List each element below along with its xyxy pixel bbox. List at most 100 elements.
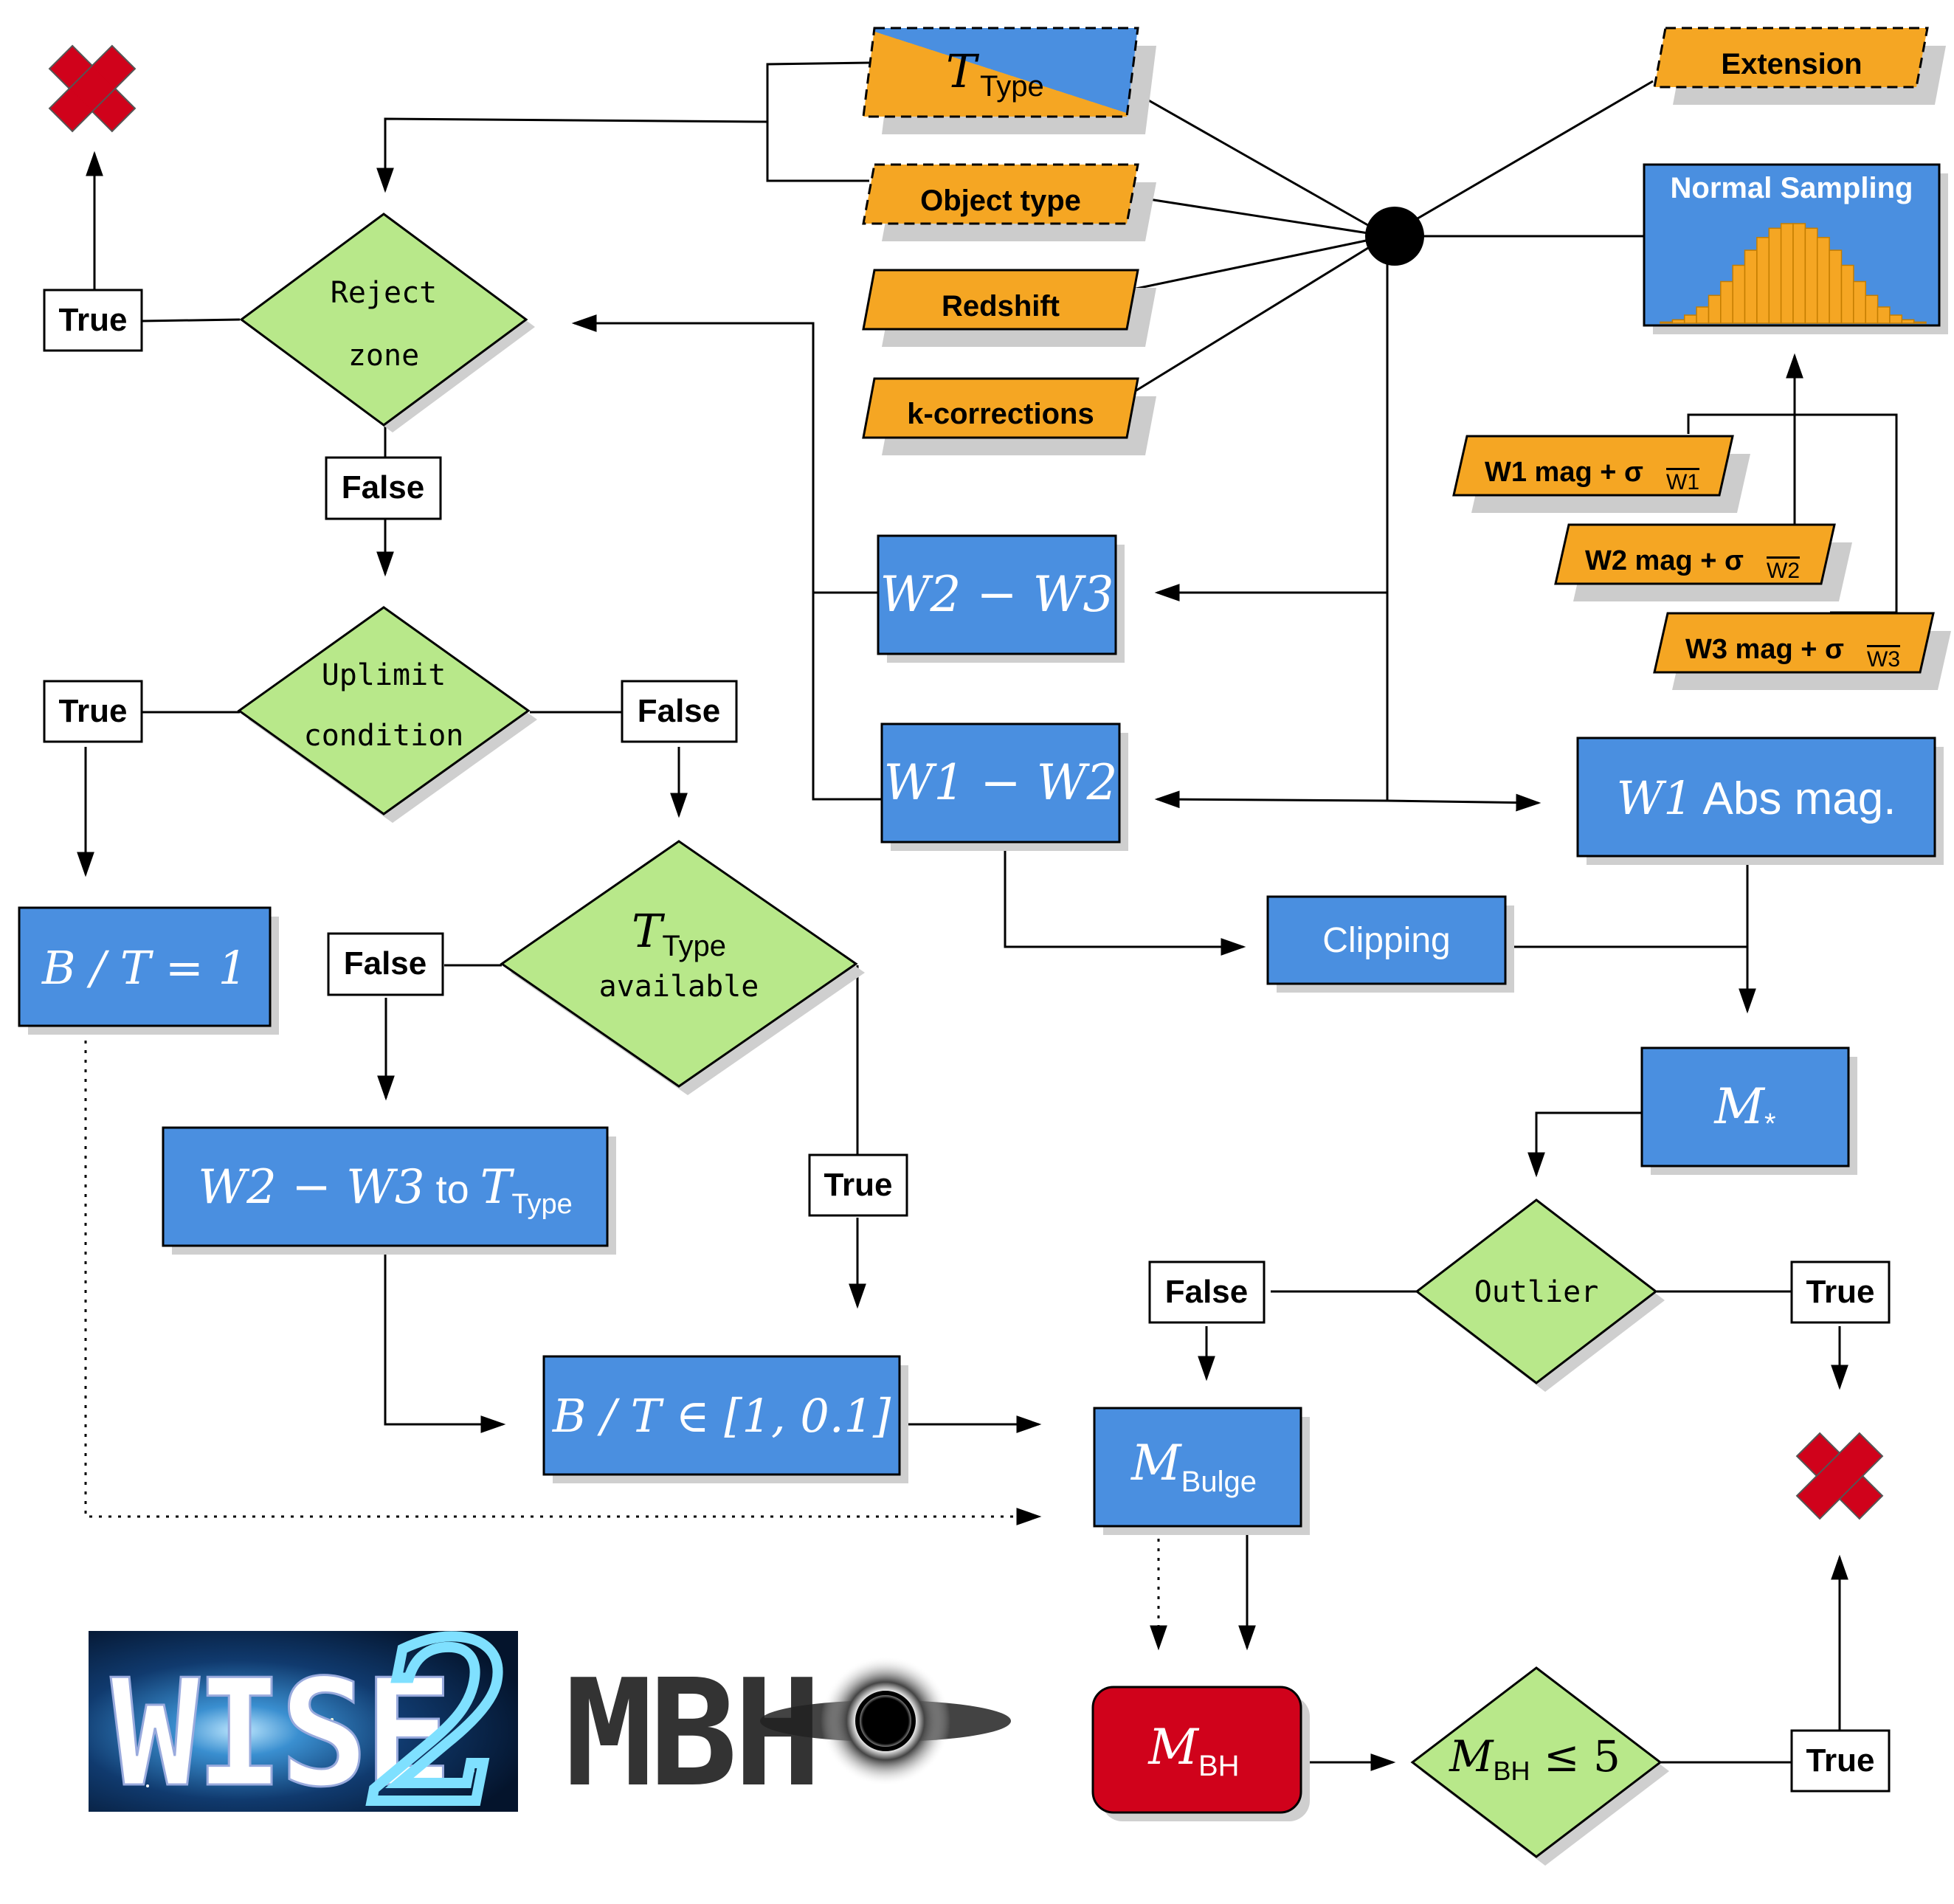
input-w2mag: W2 mag + σ W2: [1554, 523, 1852, 601]
histogram-bar: [1889, 314, 1903, 324]
input-w3mag: W3 mag + σ W3: [1653, 612, 1951, 690]
mstar-var: M: [1713, 1078, 1765, 1135]
convert-w2w3: W2 − W3: [198, 1160, 424, 1215]
w2mag-sub: W2: [1767, 559, 1800, 583]
w2mag-label: W2 mag + σ: [1585, 545, 1744, 576]
w2w3-label: W2 − W3: [880, 566, 1114, 623]
box-bt1: B / T = 1: [18, 906, 279, 1035]
connector-mstar-outlier: [1527, 1111, 1642, 1178]
connector-w1w2-clipping: [1004, 845, 1246, 956]
histogram-bar: [1660, 321, 1674, 324]
w1abs-text: Abs mag.: [1693, 773, 1896, 824]
reject-cross-icon: [1795, 1432, 1884, 1520]
decision-outlier: Outlier: [1415, 1198, 1665, 1392]
ttype-available-line1: TType: [632, 904, 726, 962]
mbh-le-5-label: MBH ≤ 5: [1449, 1731, 1620, 1786]
w2w3-to-ttype-label: W2 − W3 to TType: [198, 1160, 572, 1220]
false-label: False: [344, 945, 427, 982]
label-outlier-true: True: [1790, 1260, 1891, 1324]
mbulge-sub: Bulge: [1181, 1466, 1257, 1498]
label-reject-true: True: [43, 289, 143, 352]
true-label: True: [59, 693, 128, 729]
bt-range-label: B / T ∈ [1, 0.1]: [552, 1389, 891, 1443]
true-label: True: [1806, 1274, 1875, 1310]
box-w1-absmag: W1 Abs mag.: [1576, 737, 1944, 865]
kcorrections-label: k-corrections: [907, 398, 1094, 430]
label-ttype-true: True: [808, 1153, 908, 1217]
histogram-bar: [1720, 280, 1733, 324]
hub-node: [1365, 207, 1424, 266]
label-ttype-false: False: [327, 932, 444, 996]
false-label: False: [1165, 1274, 1249, 1310]
mbh-var: M: [1147, 1719, 1199, 1776]
mbh-sub: BH: [1198, 1750, 1240, 1782]
connector-convert-to-btrange: [384, 1247, 506, 1433]
connector-redshift-hub: [1132, 235, 1388, 291]
mbh-label: MBH: [1147, 1719, 1239, 1782]
logo-black-hole: [821, 1656, 950, 1786]
false-label: False: [638, 693, 721, 729]
convert-to-word: to: [425, 1167, 480, 1212]
connector-w1w2-left: [812, 593, 882, 801]
w1abs-label: W1 Abs mag.: [1617, 771, 1896, 825]
input-kcorrections: k-corrections: [862, 377, 1156, 455]
decision-uplimit: Uplimit condition: [237, 606, 537, 823]
histogram-bar: [1780, 223, 1794, 324]
connector-colours-reject: [571, 314, 878, 594]
mstar-sub: *: [1764, 1108, 1776, 1140]
histogram-bar: [1671, 319, 1685, 324]
outlier-label: Outlier: [1474, 1275, 1599, 1309]
true-label: True: [824, 1167, 893, 1203]
decision-mbh-le-5: MBH ≤ 5: [1410, 1666, 1669, 1866]
histogram-bar: [1732, 264, 1746, 324]
connector-reject-true: [141, 318, 241, 322]
histogram-bar: [1768, 227, 1782, 324]
logo-two: 2: [369, 1596, 514, 1853]
histogram-bar: [1683, 314, 1697, 324]
histogram-bar: [1816, 237, 1830, 324]
histogram-bar: [1708, 294, 1722, 324]
box-w1w2: W1 − W2: [880, 722, 1128, 851]
clipping-label: Clipping: [1322, 921, 1450, 960]
logo-mbh: MBH: [565, 1648, 818, 1820]
histogram-bar: [1696, 306, 1710, 324]
decision-reject-zone: Reject zone: [239, 213, 535, 432]
dotted-connectors: [84, 1031, 1167, 1651]
uplimit-line2: condition: [304, 719, 464, 753]
histogram-bar: [1877, 306, 1891, 324]
label-uplimit-true: True: [43, 680, 143, 743]
reject-zone-line2: zone: [348, 339, 419, 373]
connector-ttype-bracket: [766, 61, 870, 182]
input-redshift: Redshift: [862, 269, 1156, 347]
wise2mbh-logo: WISE 2 MBH: [89, 1590, 1011, 1858]
box-mbh: MBH: [1091, 1686, 1310, 1821]
reject-cross-icon: [48, 44, 137, 133]
mbulge-var: M: [1130, 1435, 1182, 1491]
mbh-le-var: M: [1449, 1731, 1494, 1781]
normal-sampling-box: Normal Sampling: [1643, 163, 1948, 334]
ttype-input-var: T: [946, 44, 980, 98]
connector-kcorr-hub: [1132, 235, 1388, 394]
ttype-available-sub: Type: [662, 930, 726, 962]
connectors: [77, 61, 1898, 1771]
false-label: False: [342, 469, 425, 506]
box-mstar: M*: [1640, 1046, 1857, 1175]
label-reject-false: False: [325, 456, 442, 520]
label-mbh-true: True: [1790, 1729, 1891, 1793]
bt1-label: B / T = 1: [41, 941, 247, 995]
w1w2-label: W1 − W2: [884, 754, 1118, 811]
label-boxes: True False True False False True False: [43, 289, 1891, 1793]
mstar-label: M*: [1713, 1078, 1775, 1140]
connector-hub-w1w2: [1154, 790, 1388, 809]
redshift-label: Redshift: [942, 290, 1060, 322]
label-uplimit-false: False: [621, 680, 738, 743]
normal-sampling-histogram: [1660, 223, 1927, 324]
box-mbulge: MBulge: [1093, 1407, 1310, 1535]
uplimit-line1: Uplimit: [322, 658, 446, 692]
logo-galaxy-background: [89, 1631, 518, 1812]
true-label: True: [59, 302, 128, 338]
box-w2w3: W2 − W3: [877, 534, 1125, 663]
histogram-bar: [1865, 294, 1879, 324]
connector-extension-hub: [1387, 80, 1654, 238]
